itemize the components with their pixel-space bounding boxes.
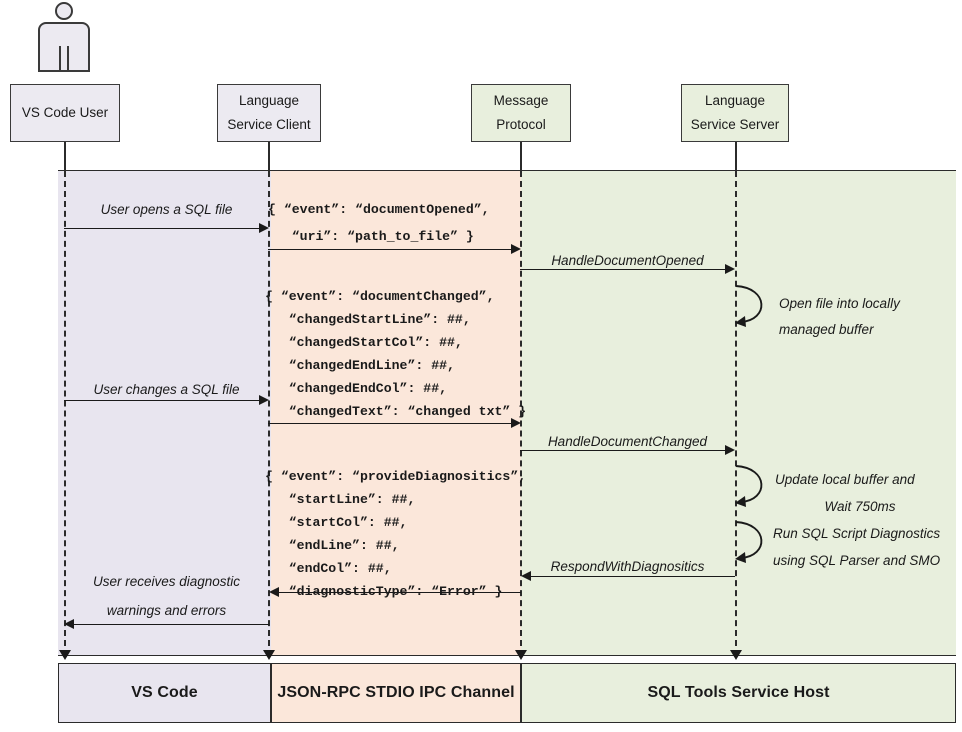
- payload-document-changed-line-3: “changedEndLine”: ##,: [265, 358, 455, 373]
- footer-section-sql-host: SQL Tools Service Host: [521, 663, 956, 723]
- lifeline-header-vs-code-user: VS Code User: [10, 84, 120, 142]
- footer-section-ipc: JSON-RPC STDIO IPC Channel: [271, 663, 521, 723]
- message-label-user-receives-line1: User receives diagnostic: [92, 574, 241, 589]
- message-arrowhead-handle-document-opened: [725, 264, 735, 274]
- payload-document-changed-line-4: “changedEndCol”: ##,: [265, 381, 448, 396]
- lifeline-end-arrow-language-service-server: [730, 650, 742, 660]
- message-arrow-diagnostics-to-client: [279, 592, 521, 593]
- self-loop-label-open-file-line1: Open file into locally: [779, 296, 900, 311]
- message-arrowhead-user-changes: [259, 395, 269, 405]
- actor-figure: [38, 2, 90, 72]
- message-arrow-respond-with-diagnostics: [531, 576, 735, 577]
- message-label-user-changes: User changes a SQL file: [93, 382, 240, 397]
- message-arrowhead-user-receives: [64, 619, 74, 629]
- self-loop-label-update-buffer-line2: Wait 750ms: [824, 499, 896, 514]
- message-arrowhead-diagnostics-to-client: [269, 587, 279, 597]
- self-loop-label-run-diagnostics-line1: Run SQL Script Diagnostics: [773, 526, 941, 541]
- message-arrow-document-changed: [268, 423, 512, 424]
- footer-section-vs-code: VS Code: [58, 663, 271, 723]
- lifeline-end-arrow-message-protocol: [515, 650, 527, 660]
- message-arrow-handle-document-changed: [520, 450, 726, 451]
- lifeline-label-line2: Service Server: [690, 117, 780, 132]
- footer-label: VS Code: [131, 684, 198, 701]
- self-loop-run-diagnostics: [735, 518, 777, 564]
- lifeline-label-line2: Protocol: [496, 117, 546, 132]
- message-arrowhead-respond-with-diagnostics: [521, 571, 531, 581]
- payload-document-changed-line-5: “changedText”: “changed txt” }: [265, 404, 527, 419]
- band-vs-code: [58, 170, 271, 656]
- message-arrow-handle-document-opened: [520, 269, 726, 270]
- message-arrowhead-document-opened: [511, 244, 521, 254]
- message-label-respond-with-diagnostics: RespondWithDiagnositics: [550, 559, 705, 574]
- payload-provide-diagnostics-line-3: “endLine”: ##,: [265, 538, 400, 553]
- message-arrowhead-handle-document-changed: [725, 445, 735, 455]
- payload-provide-diagnostics-line-0: { “event”: “provideDiagnositics”,: [265, 469, 527, 484]
- lifeline-label-line1: VS Code User: [21, 105, 109, 121]
- lifeline-stub-language-service-client: [268, 142, 271, 171]
- footer-label: JSON-RPC STDIO IPC Channel: [277, 684, 515, 701]
- message-arrow-user-changes: [64, 400, 260, 401]
- band-sql-tools-service-host: [521, 170, 956, 656]
- lifeline-header-language-service-client: Language Service Client: [217, 84, 321, 142]
- message-arrowhead-user-opens: [259, 223, 269, 233]
- lifeline-stub-message-protocol: [520, 142, 523, 171]
- lifeline-label-line1: Language: [704, 93, 766, 109]
- band-ipc-channel: [271, 170, 521, 656]
- actor-body-icon: [38, 22, 90, 72]
- payload-document-opened-line-1: “uri”: “path_to_file” }: [268, 229, 474, 244]
- self-loop-label-update-buffer-line1: Update local buffer and: [775, 472, 915, 487]
- lifeline-label-line1: Message: [493, 93, 549, 109]
- payload-document-changed-line-2: “changedStartCol”: ##,: [265, 335, 463, 350]
- lifeline-header-language-service-server: Language Service Server: [681, 84, 789, 142]
- self-loop-update-buffer: [735, 462, 777, 508]
- lifeline-message-protocol: [520, 171, 522, 656]
- payload-document-changed-line-0: { “event”: “documentChanged”,: [265, 289, 495, 304]
- payload-document-opened-line-0: { “event”: “documentOpened”,: [268, 202, 490, 217]
- lifeline-header-message-protocol: Message Protocol: [471, 84, 571, 142]
- lifeline-vs-code-user: [64, 171, 66, 656]
- lifeline-end-arrow-vs-code-user: [59, 650, 71, 660]
- message-arrow-document-opened: [268, 249, 512, 250]
- footer-label: SQL Tools Service Host: [647, 684, 830, 701]
- message-arrowhead-document-changed: [511, 418, 521, 428]
- message-arrow-user-opens: [64, 228, 260, 229]
- message-arrow-user-receives: [74, 624, 269, 625]
- message-label-handle-document-changed: HandleDocumentChanged: [547, 434, 708, 449]
- payload-provide-diagnostics-line-2: “startCol”: ##,: [265, 515, 408, 530]
- lifeline-label-line2: Service Client: [227, 117, 311, 132]
- lifeline-language-service-server: [735, 171, 737, 656]
- lifeline-label-line1: Language: [238, 93, 300, 109]
- lifeline-stub-vs-code-user: [64, 142, 67, 171]
- actor-leg-left-icon: [59, 46, 61, 72]
- actor-leg-right-icon: [67, 46, 69, 72]
- payload-provide-diagnostics-line-5: “diagnosticType”: “Error” }: [265, 584, 503, 599]
- lifeline-stub-language-service-server: [735, 142, 738, 171]
- lifeline-end-arrow-language-service-client: [263, 650, 275, 660]
- actor-head-icon: [55, 2, 73, 20]
- message-label-user-opens: User opens a SQL file: [100, 202, 233, 217]
- self-loop-open-file: [735, 282, 777, 328]
- payload-provide-diagnostics-line-1: “startLine”: ##,: [265, 492, 416, 507]
- lifeline-language-service-client: [268, 171, 270, 656]
- payload-provide-diagnostics-line-4: “endCol”: ##,: [265, 561, 392, 576]
- payload-document-changed-line-1: “changedStartLine”: ##,: [265, 312, 471, 327]
- self-loop-label-open-file-line2: managed buffer: [779, 322, 874, 337]
- self-loop-label-run-diagnostics-line2: using SQL Parser and SMO: [773, 553, 941, 568]
- message-label-user-receives-line2: warnings and errors: [106, 603, 227, 618]
- message-label-handle-document-opened: HandleDocumentOpened: [551, 253, 704, 268]
